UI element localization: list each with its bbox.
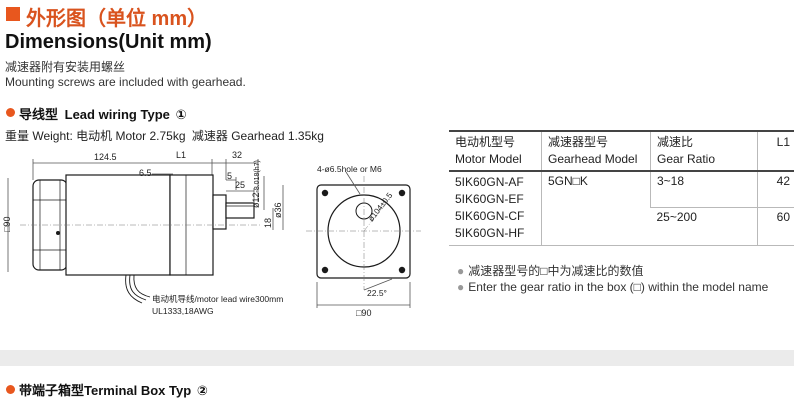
- dim-hole: 4-ø6.5hole or M6: [317, 164, 382, 174]
- l1-cell: 60: [757, 207, 794, 246]
- dim-6-5: 6.5: [139, 168, 152, 178]
- dim-90-side: □90: [2, 217, 12, 232]
- section2-title-en: Terminal Box Typ: [84, 383, 192, 398]
- section-title-terminal-box: 带端子箱型Terminal Box Typ ②: [19, 380, 208, 399]
- gearhead-model-cell: 5GN□K: [541, 171, 651, 246]
- page-title-en: Dimensions(Unit mm): [5, 31, 212, 53]
- note-en: ●Enter the gear ratio in the box (□) wit…: [457, 280, 769, 294]
- weight-line: 重量 Weight: 电动机 Motor 2.75kg 减速器 Gearhead…: [5, 127, 324, 144]
- weight-label: 重量 Weight:: [5, 129, 73, 143]
- lead-wire-spec: UL1333,18AWG: [152, 306, 214, 316]
- motor-models-cell: 5IK60GN-AF 5IK60GN-EF 5IK60GN-CF 5IK60GN…: [449, 171, 542, 246]
- section-title-en: Lead wiring Type: [64, 107, 170, 122]
- dim-36: ø36: [273, 202, 283, 218]
- dim-angle: 22.5°: [367, 288, 387, 298]
- page-title-cn: 外形图（单位 mm）: [26, 8, 208, 30]
- dim-5: 5: [227, 171, 232, 181]
- section-title-lead-wiring: 导线型 Lead wiring Type ①: [19, 104, 187, 123]
- table-row: 5IK60GN-AF 5IK60GN-EF 5IK60GN-CF 5IK60GN…: [449, 171, 794, 246]
- section2-title-cn: 带端子箱型: [19, 383, 85, 398]
- dim-12: ø12-8.018(h7): [251, 160, 261, 208]
- note-bullet-icon: ●: [457, 280, 465, 294]
- section-bullet-icon: [6, 385, 15, 394]
- note-bullet-icon: ●: [457, 264, 465, 278]
- section-bullet-icon: [6, 108, 15, 117]
- section-divider: [0, 350, 794, 366]
- col-l1: L1: [757, 131, 794, 172]
- dim-25: 25: [235, 180, 245, 190]
- section2-badge: ②: [196, 383, 208, 398]
- section-badge: ①: [175, 107, 187, 122]
- mounting-note-en: Mounting screws are included with gearhe…: [5, 75, 246, 89]
- dim-124-5: 124.5: [94, 152, 117, 162]
- title-marker-square: [6, 7, 20, 21]
- col-motor-model: 电动机型号 Motor Model: [449, 131, 542, 172]
- dim-90-bottom: □90: [356, 308, 371, 318]
- l1-cell: 42: [757, 171, 794, 208]
- section-title-cn: 导线型: [19, 107, 59, 122]
- weight-motor: 电动机 Motor 2.75kg: [76, 129, 186, 143]
- dim-18: 18: [263, 218, 273, 228]
- mounting-note-cn: 减速器附有安装用螺丝: [5, 60, 126, 74]
- col-gear-ratio: 减速比 Gear Ratio: [650, 131, 758, 172]
- col-gearhead-model: 减速器型号 Gearhead Model: [541, 131, 651, 172]
- spec-table: 电动机型号 Motor Model 减速器型号 Gearhead Model 减…: [449, 130, 794, 246]
- table-header-row: 电动机型号 Motor Model 减速器型号 Gearhead Model 减…: [449, 131, 794, 172]
- weight-gearhead: 减速器 Gearhead 1.35kg: [191, 129, 324, 143]
- dim-l1: L1: [176, 150, 186, 160]
- table-row: 25~200 60: [449, 207, 794, 246]
- gear-ratio-cell: 3~18: [650, 171, 758, 208]
- gear-ratio-cell: 25~200: [650, 207, 758, 246]
- dimension-drawing: 124.5 L1 32 6.5 5 25 □90 ø12-8.018(h7) ø…: [2, 150, 421, 318]
- lead-wire-label: 电动机导线/motor lead wire300mm: [152, 294, 283, 304]
- dim-32: 32: [232, 150, 242, 160]
- note-cn: ●减速器型号的□中为减速比的数值: [457, 264, 644, 278]
